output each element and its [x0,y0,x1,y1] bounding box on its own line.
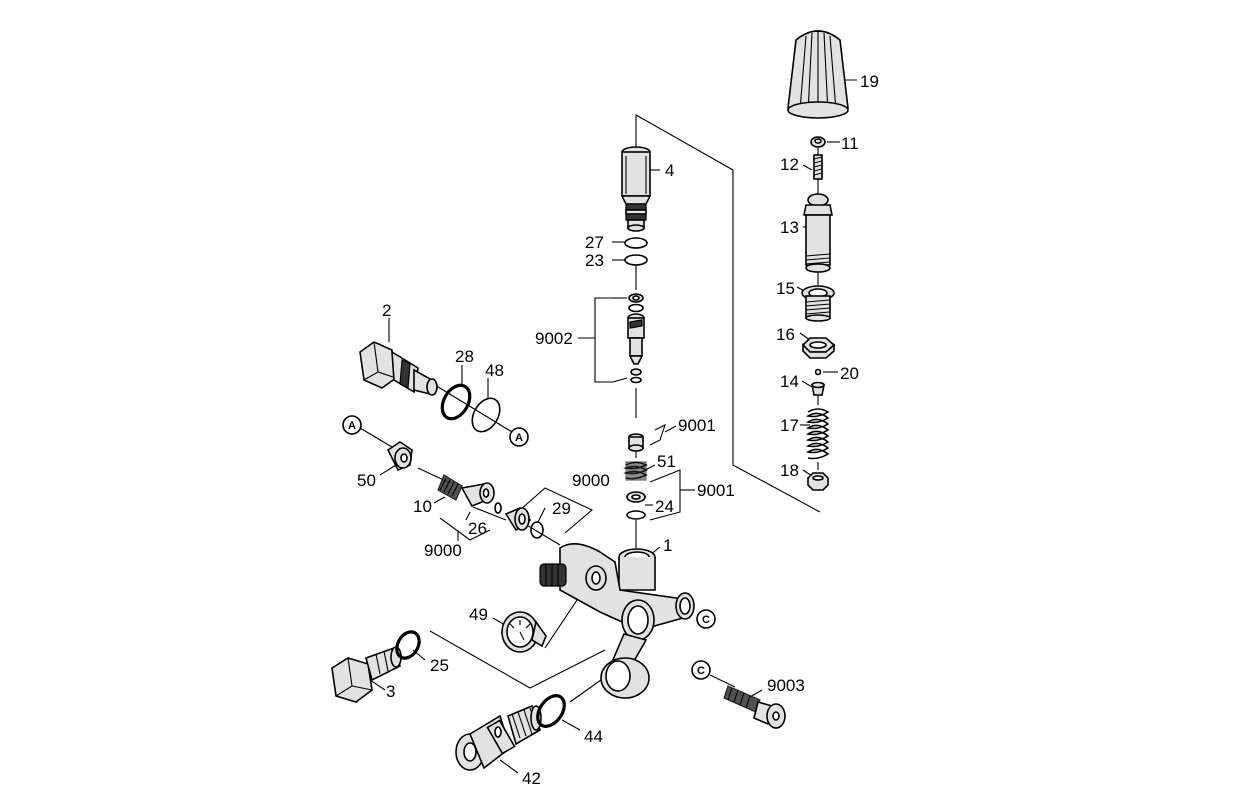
svg-text:C: C [697,665,705,677]
label-17: 17 [780,416,799,435]
marker-a-right: A [509,427,529,447]
label-9000-a: 9000 [572,471,610,490]
label-49: 49 [469,605,488,624]
label-24: 24 [655,497,674,516]
guide-lines [359,79,857,774]
label-9003: 9003 [767,676,805,695]
part-2-fitting [359,341,438,396]
part-16-hex-nut [801,337,836,359]
part-9002-kit [627,293,645,384]
label-51: 51 [657,452,676,471]
svg-text:C: C [702,614,710,626]
label-9001-b: 9001 [697,481,735,500]
part-42-bolt [455,704,542,771]
part-10-spring [437,474,463,501]
part-12-threaded-rod [813,154,823,180]
part-29-insert [504,507,544,539]
label-1: 1 [663,536,672,555]
label-9002: 9002 [535,329,573,348]
part-3-bolt [331,646,402,703]
label-18: 18 [780,461,799,480]
label-15: 15 [776,279,795,298]
label-11: 11 [841,134,859,153]
part-17-spring [805,408,830,460]
label-42: 42 [522,769,541,788]
part-20-pin [814,368,822,376]
label-23: 23 [585,251,604,270]
part-14-seat [811,381,825,396]
part-4-sleeve [620,146,652,232]
svg-text:A: A [515,432,523,444]
part-18-nut [807,472,829,491]
part-23-o-ring [624,254,648,266]
part-1-valve-body [539,543,695,699]
marker-c-lower: C [691,660,711,680]
part-26-piston [460,482,502,514]
part-25-o-ring [395,630,421,660]
label-13: 13 [780,218,799,237]
part-49-gauge [501,611,547,653]
label-27: 27 [585,233,604,252]
label-16: 16 [776,325,795,344]
label-3: 3 [386,682,395,701]
part-50-plug [386,441,413,472]
label-9001-a: 9001 [678,416,716,435]
label-50: 50 [357,471,376,490]
part-48-o-ring [471,397,501,433]
marker-a-left: A [342,415,362,435]
label-29: 29 [552,499,571,518]
label-19: 19 [860,72,879,91]
label-4: 4 [665,161,674,180]
label-48: 48 [485,361,504,380]
part-24-o-ring [626,510,646,520]
label-44: 44 [584,727,603,746]
part-9001-cap [628,433,644,452]
label-20: 20 [840,364,859,383]
label-2: 2 [382,301,391,320]
part-44-o-ring [536,694,566,728]
part-27-o-ring [624,237,648,249]
part-15-bushing [801,285,835,322]
part-28-o-ring [440,383,472,421]
svg-text:A: A [348,420,356,432]
label-25: 25 [430,656,449,675]
label-12: 12 [780,155,799,174]
part-51-spring [623,461,648,481]
label-9000-b: 9000 [424,541,462,560]
part-11-nut [810,136,826,148]
marker-c-right: C [696,609,716,629]
label-14: 14 [780,372,799,391]
label-10: 10 [413,497,432,516]
part-9001-washer [626,491,646,503]
part-19-knob [787,30,849,119]
label-28: 28 [455,347,474,366]
part-9003-bolt [723,685,786,729]
part-labels: 19 11 12 4 13 27 23 15 2 16 9002 28 20 4… [357,72,879,788]
part-13-spindle [803,193,833,273]
label-26: 26 [468,519,487,538]
